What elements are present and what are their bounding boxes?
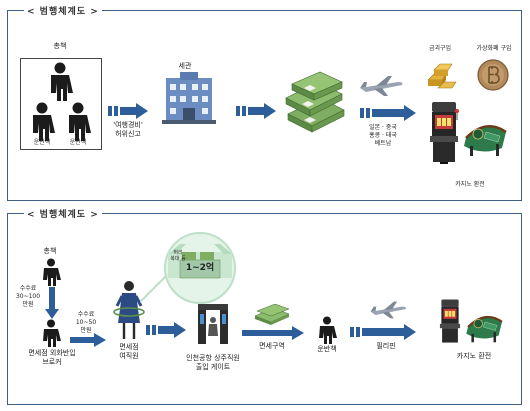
amount-label: 1~2억 (185, 263, 215, 273)
staff-label-2: 여직원 (119, 352, 139, 360)
fee1-label-1: 수수료 (19, 285, 37, 292)
destination-label: 필리핀 (376, 342, 396, 350)
fee1-label-3: 만원 (22, 301, 34, 308)
flow-arrow-down (45, 287, 59, 319)
destinations-label-2: 홍콩 · 태국 (369, 132, 397, 139)
destinations-label-3: 베트남 (374, 140, 392, 147)
casino-exchange-label: 카지노 환전 (455, 181, 485, 188)
roulette-table-icon (466, 315, 503, 343)
courier2-label: 운반책 (69, 139, 87, 146)
courier-label: 운반책 (317, 345, 337, 353)
boss-label: 총책 (43, 247, 57, 255)
slot-machine-icon (439, 299, 461, 343)
customs-building-icon (162, 72, 216, 124)
boss-group-box (20, 58, 102, 150)
fee2-label-1: 수수료 (77, 311, 95, 318)
courier-person-icon (69, 102, 91, 141)
gate-label-1: 인천공항 상주직원 (186, 354, 240, 362)
zoom-callout (140, 232, 236, 304)
flow-arrow (108, 103, 148, 119)
bitcoin-coin-icon (477, 59, 509, 91)
fee1-label-2: 30~100 (15, 293, 41, 300)
airplane-icon (370, 301, 406, 319)
duty-free-staff-icon (113, 281, 145, 339)
courier-person-icon (319, 316, 337, 344)
body-tag-label-1: 허리 (173, 250, 183, 256)
false-report-label-2: 허위신고 (115, 130, 141, 138)
broker-label-1: 면세점 외화반입 (28, 349, 76, 357)
crypto-label: 가상화폐 구입 (476, 45, 512, 52)
panel-title: < 범행체계도 > (24, 4, 102, 17)
fee2-label-3: 만원 (80, 327, 92, 334)
security-gate-icon (198, 304, 228, 344)
roulette-table-icon (464, 125, 507, 156)
cash-stack-icon (285, 71, 345, 133)
panel-title: < 범행체계도 > (24, 207, 102, 220)
flow-arrow (350, 324, 416, 340)
flow-arrow (70, 333, 106, 347)
destinations-label-1: 일본 · 중국 (369, 124, 397, 131)
people-icon-group (33, 62, 91, 141)
flow-arrow (360, 105, 416, 121)
fee2-label-2: 10~50 (75, 319, 97, 326)
courier-person-icon (33, 102, 55, 141)
gold-bar-icon (427, 63, 457, 89)
gate-label-2: 출입 게이트 (195, 363, 231, 371)
flow-arrow (146, 322, 186, 338)
staff-label-1: 면세점 (119, 343, 139, 351)
slot-machine-icon (430, 102, 459, 164)
cash-stack-icon (254, 304, 290, 325)
courier1-label: 운반책 (33, 139, 51, 146)
broker-label-2: 브로커 (42, 358, 62, 366)
boss-person-icon (51, 62, 73, 101)
false-report-label-1: '여행경비' (113, 121, 143, 129)
boss-person-icon (43, 258, 61, 286)
gold-label: 금괴구입 (428, 45, 452, 52)
casino-exchange-label: 카지노 환전 (456, 352, 492, 360)
airplane-icon (360, 76, 403, 96)
broker-person-icon (43, 319, 61, 347)
boss-label: 총책 (53, 42, 67, 50)
flow-arrow (236, 103, 276, 119)
duty-free-zone-label: 면세구역 (259, 342, 285, 350)
customs-label: 세관 (178, 62, 192, 70)
body-tag-label-2: 복대 등 (170, 256, 186, 262)
flow-arrow (242, 326, 304, 340)
